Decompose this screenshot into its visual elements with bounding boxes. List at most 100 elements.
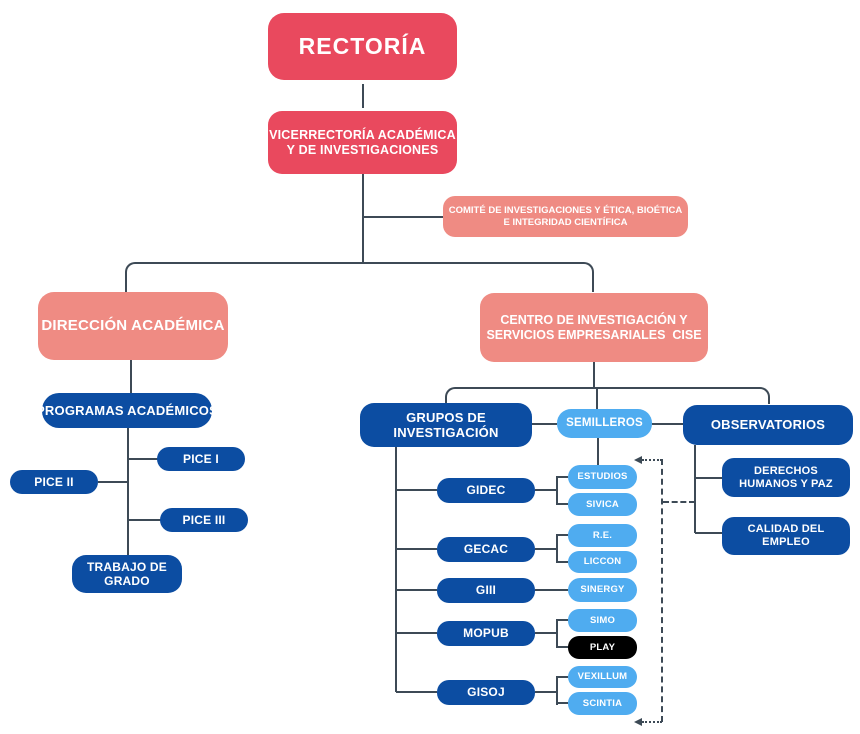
node-estudios-label: ESTUDIOS: [577, 471, 628, 483]
node-derechos-humanos: DERECHOS HUMANOS Y PAZ: [722, 458, 850, 497]
connector-gidec-estudios: [557, 476, 568, 478]
connector-gidec-out: [535, 489, 557, 491]
bracket-cise-split: [445, 387, 770, 404]
connector-gecac-bracket: [556, 534, 558, 563]
node-comite-line1: COMITÉ DE INVESTIGACIONES Y ÉTICA, BIOÉT…: [448, 205, 683, 217]
connector-to-gisoj: [396, 691, 437, 693]
node-gecac: GECAC: [437, 537, 535, 562]
node-calidad-line2: EMPLEO: [762, 536, 810, 548]
connector-gidec-sivica: [557, 503, 568, 505]
connector-grupos-semilleros: [532, 423, 557, 425]
node-pice1: PICE I: [157, 447, 245, 471]
node-play: PLAY: [568, 636, 637, 659]
connector-to-calidad: [695, 532, 722, 534]
connector-cise-down: [593, 362, 595, 388]
connector-to-pice1: [128, 458, 158, 460]
node-vexillum-label: VEXILLUM: [577, 671, 628, 683]
dotted-line-top: [642, 459, 662, 461]
node-simo-label: SIMO: [589, 614, 616, 626]
node-giii: GIII: [437, 578, 535, 603]
node-semilleros: SEMILLEROS: [557, 409, 652, 438]
node-pice2: PICE II: [10, 470, 98, 494]
dotted-line-bottom: [642, 721, 662, 723]
node-mopub-label: MOPUB: [463, 626, 509, 641]
node-gisoj: GISOJ: [437, 680, 535, 705]
connector-mopub-simo: [557, 619, 568, 621]
arrow-left-top-icon: [634, 456, 642, 464]
node-gecac-label: GECAC: [463, 542, 509, 557]
connector-observatorios-trunk: [694, 445, 696, 533]
node-cise-line2: SERVICIOS EMPRESARIALES CISE: [486, 327, 702, 342]
node-comite-line2: E INTEGRIDAD CIENTÍFICA: [503, 216, 628, 228]
node-scintia: SCINTIA: [568, 692, 637, 715]
connector-mopub-out: [535, 632, 557, 634]
node-sinergy: SINERGY: [568, 578, 637, 602]
node-vexillum: VEXILLUM: [568, 666, 637, 688]
node-calidad-empleo: CALIDAD DEL EMPLEO: [722, 517, 850, 555]
connector-to-pice2: [98, 481, 128, 483]
node-gidec: GIDEC: [437, 478, 535, 503]
node-estudios: ESTUDIOS: [568, 465, 637, 489]
connector-mopub-bracket: [556, 619, 558, 648]
connector-to-giii: [396, 589, 437, 591]
connector-to-comite: [363, 216, 443, 218]
connector-to-derechos: [695, 477, 722, 479]
node-comite: COMITÉ DE INVESTIGACIONES Y ÉTICA, BIOÉT…: [443, 196, 688, 237]
connector-gecac-re: [557, 534, 568, 536]
node-cise-line1: CENTRO DE INVESTIGACIÓN Y: [500, 312, 688, 327]
node-pice3-label: PICE III: [182, 512, 226, 527]
connector-to-gidec: [396, 489, 437, 491]
node-programas-academicos: PROGRAMAS ACADÉMICOS: [36, 393, 218, 428]
node-liccon: LICCON: [568, 551, 637, 573]
node-pice1-label: PICE I: [183, 451, 219, 466]
connector-gidec-bracket: [556, 476, 558, 505]
connector-grupos-trunk: [395, 447, 397, 692]
node-simo: SIMO: [568, 609, 637, 632]
node-rectoria: RECTORÍA: [268, 13, 457, 80]
node-trabajo-line2: GRADO: [104, 574, 150, 588]
bracket-main-split: [125, 262, 594, 292]
connector-gecac-liccon: [557, 561, 568, 563]
node-direccion-academica: DIRECCIÓN ACADÉMICA: [38, 292, 228, 360]
connector-gisoj-vexillum: [557, 676, 568, 678]
node-observatorios-label: OBSERVATORIOS: [710, 417, 826, 433]
arrow-left-bottom-icon: [634, 718, 642, 726]
node-pice3: PICE III: [160, 508, 248, 532]
node-gidec-label: GIDEC: [466, 483, 506, 498]
node-sivica: SIVICA: [568, 493, 637, 516]
connector-semilleros-estudios: [597, 438, 599, 465]
connector-rectoria-vice: [362, 84, 364, 108]
connector-direccion-programas: [130, 360, 132, 393]
node-observatorios: OBSERVATORIOS: [683, 405, 853, 445]
connector-to-gecac: [396, 548, 437, 550]
node-rectoria-label: RECTORÍA: [298, 32, 427, 59]
node-re-label: R.E.: [592, 529, 613, 541]
node-pice2-label: PICE II: [34, 474, 74, 489]
node-derechos-line1: DERECHOS: [754, 464, 818, 477]
connector-gisoj-out: [535, 691, 557, 693]
connector-gisoj-scintia: [557, 702, 568, 704]
node-vicerrectoria-line1: VICERRECTORÍA ACADÉMICA: [269, 127, 456, 142]
node-cise: CENTRO DE INVESTIGACIÓN Y SERVICIOS EMPR…: [480, 293, 708, 362]
dashed-line-vertical: [661, 459, 663, 722]
node-vicerrectoria-line2: Y DE INVESTIGACIONES: [286, 142, 439, 157]
connector-vice-split: [362, 174, 364, 263]
node-semilleros-label: SEMILLEROS: [566, 416, 643, 429]
connector-giii-sinergy: [535, 589, 568, 591]
node-grupos-line1: GRUPOS DE: [406, 409, 486, 425]
node-vicerrectoria: VICERRECTORÍA ACADÉMICA Y DE INVESTIGACI…: [268, 111, 457, 174]
connector-to-mopub: [396, 632, 437, 634]
connector-to-semilleros: [596, 388, 598, 409]
node-liccon-label: LICCON: [583, 556, 622, 568]
dashed-line-to-observatorios: [663, 501, 695, 503]
node-calidad-line1: CALIDAD DEL: [747, 523, 825, 536]
node-gisoj-label: GISOJ: [467, 685, 505, 700]
node-derechos-line2: HUMANOS Y PAZ: [739, 477, 833, 490]
node-programas-label: PROGRAMAS ACADÉMICOS: [36, 402, 218, 418]
connector-programas-trunk: [127, 428, 129, 555]
connector-to-pice3: [128, 519, 161, 521]
node-grupos-investigacion: GRUPOS DE INVESTIGACIÓN: [360, 403, 532, 447]
node-trabajo-de-grado: TRABAJO DE GRADO: [72, 555, 182, 593]
connector-semilleros-observatorios: [652, 423, 683, 425]
